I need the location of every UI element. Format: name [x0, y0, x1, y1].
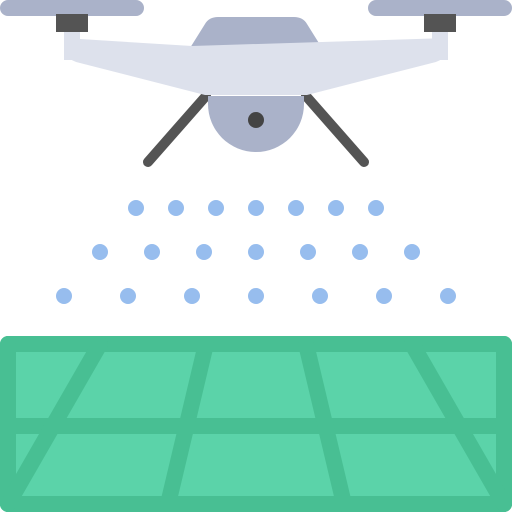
spray-droplet	[248, 244, 264, 260]
field-column-line-2	[160, 336, 214, 512]
spray-droplet	[120, 288, 136, 304]
spray-droplet	[184, 288, 200, 304]
drone	[0, 0, 512, 167]
spray-droplet	[248, 288, 264, 304]
spray-droplet	[328, 200, 344, 216]
drone-arm-bar	[64, 46, 448, 58]
spray-droplet	[440, 288, 456, 304]
right-rotor-blade	[368, 0, 512, 16]
left-rotor-blade	[0, 0, 144, 16]
right-rotor-hub	[424, 14, 456, 32]
spray-droplets	[56, 200, 456, 304]
left-landing-leg	[143, 91, 211, 167]
spray-droplet	[168, 200, 184, 216]
spray-droplet	[196, 244, 212, 260]
spray-droplet	[376, 288, 392, 304]
drone-top-cap	[190, 17, 322, 48]
spray-droplet	[56, 288, 72, 304]
field-grid-lines	[0, 336, 512, 512]
spray-droplet	[248, 200, 264, 216]
field-column-line-3	[298, 336, 352, 512]
crop-field	[0, 336, 512, 512]
right-landing-leg	[301, 91, 369, 167]
spray-droplet	[300, 244, 316, 260]
spray-droplet	[128, 200, 144, 216]
left-rotor-hub	[56, 14, 88, 32]
spray-droplet	[208, 200, 224, 216]
spray-droplet	[92, 244, 108, 260]
spray-droplet	[404, 244, 420, 260]
spray-droplet	[368, 200, 384, 216]
field-column-line-4	[404, 336, 512, 512]
spray-droplet	[288, 200, 304, 216]
landing-legs	[143, 91, 369, 167]
spray-droplet	[312, 288, 328, 304]
spray-droplet	[352, 244, 368, 260]
field-column-line-1	[0, 336, 108, 512]
spray-droplet	[144, 244, 160, 260]
camera-lens	[248, 112, 264, 128]
